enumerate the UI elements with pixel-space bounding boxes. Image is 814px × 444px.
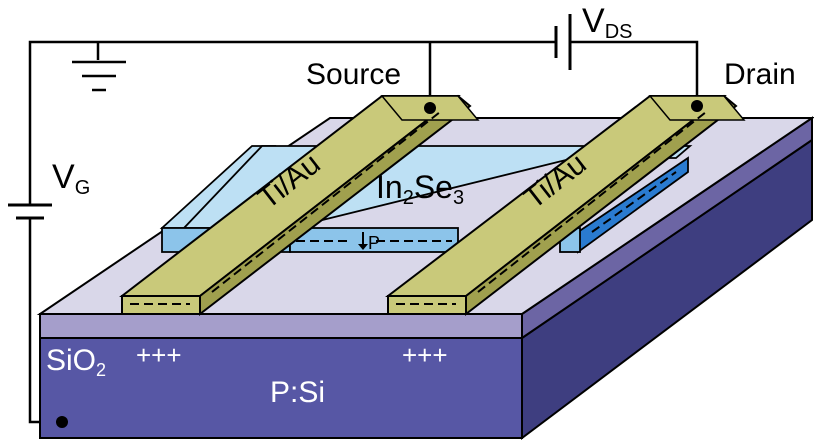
vg-battery-icon (8, 203, 52, 220)
vds-label: VDS (582, 2, 632, 43)
top-wire-left (28, 40, 556, 205)
substrate-front (39, 337, 523, 439)
substrate-label: P:Si (270, 376, 325, 409)
sio2-label: SiO2 (46, 344, 106, 380)
drain-contact-dot (691, 100, 703, 112)
oxide-front (39, 313, 523, 339)
vds-battery-icon (554, 14, 572, 70)
ground-icon (72, 42, 126, 92)
drain-label: Drain (724, 58, 796, 91)
charges-left-label: +++ (136, 340, 182, 370)
source-label: Source (306, 58, 401, 91)
source-contact-dot (424, 102, 436, 114)
top-wire-right (570, 40, 699, 105)
charges-right-label: +++ (402, 340, 448, 370)
vg-label: VG (52, 158, 90, 199)
polarization-label: P (368, 233, 380, 253)
gate-contact-dot (56, 416, 68, 428)
in2se3-label: In2Se3 (376, 169, 464, 209)
polarization-arrow-icon (358, 244, 368, 250)
